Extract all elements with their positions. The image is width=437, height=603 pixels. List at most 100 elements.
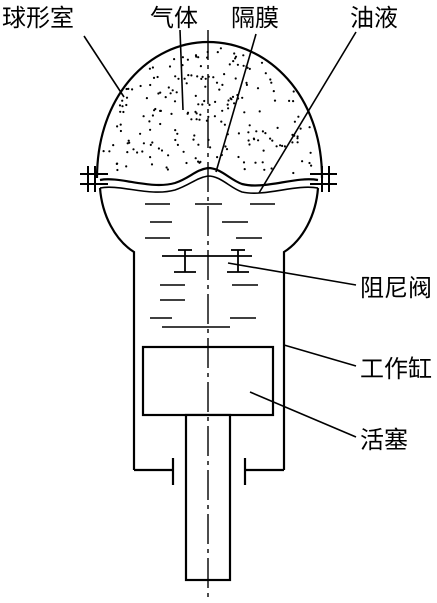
gas-dot xyxy=(139,132,142,135)
gas-dot xyxy=(291,141,294,144)
gas-dot xyxy=(183,77,186,80)
gas-dot xyxy=(213,115,216,118)
gas-dot xyxy=(176,143,179,146)
gas-dot xyxy=(226,103,229,106)
gas-dot xyxy=(131,88,134,91)
gas-dot xyxy=(245,83,248,86)
gas-dot xyxy=(176,132,179,135)
gas-dot xyxy=(197,143,200,146)
gas-dot xyxy=(283,145,286,148)
gas-dot xyxy=(296,141,299,144)
gas-dot xyxy=(237,132,240,135)
gas-dot xyxy=(261,130,264,133)
diaphragm-lower-edge xyxy=(99,175,319,194)
gas-dot xyxy=(296,137,299,140)
gas-dot xyxy=(185,161,188,165)
oil-level-marks xyxy=(145,203,275,328)
gas-dot xyxy=(252,137,255,140)
gas-dot xyxy=(220,120,223,123)
gas-dot xyxy=(243,111,246,114)
gas-dot xyxy=(248,124,251,127)
right-flange xyxy=(310,166,337,192)
gas-dot xyxy=(173,58,176,61)
gas-dot xyxy=(193,134,196,137)
gas-dot xyxy=(119,123,122,126)
spherical-chamber-dome xyxy=(95,40,324,179)
gas-dot xyxy=(204,77,207,80)
gas-dot xyxy=(264,132,267,135)
gas-dot xyxy=(156,75,159,79)
gas-dot xyxy=(201,75,204,78)
gas-dot xyxy=(232,60,235,63)
gas-dot xyxy=(223,123,226,126)
gas-dot xyxy=(197,56,200,59)
label-diaphragm: 隔膜 xyxy=(231,4,279,32)
gas-dot xyxy=(207,115,210,118)
gas-dot xyxy=(216,51,219,54)
label-working-cylinder: 工作缸 xyxy=(360,355,432,383)
gas-dot xyxy=(293,120,296,123)
gas-dot xyxy=(221,109,224,112)
gas-dot xyxy=(309,151,312,154)
gas-dot xyxy=(296,135,299,138)
gas-dot xyxy=(167,154,170,157)
gas-dot xyxy=(196,75,199,78)
gas-dot xyxy=(116,125,119,128)
gas-dot xyxy=(229,97,232,100)
gas-dot xyxy=(301,160,304,163)
gas-dot xyxy=(121,99,124,102)
gas-dot xyxy=(201,103,204,106)
gas-dot xyxy=(170,112,173,115)
leader-lines xyxy=(83,29,357,438)
gas-dot xyxy=(128,141,131,144)
gas-dot xyxy=(242,64,245,67)
gas-dot xyxy=(212,76,215,79)
gas-dot xyxy=(127,87,130,90)
gas-dot xyxy=(142,115,145,118)
working-cylinder-bottom xyxy=(134,458,284,485)
gas-dot xyxy=(204,85,207,88)
gas-dot xyxy=(223,73,226,76)
gas-dot xyxy=(192,138,195,141)
gas-dot xyxy=(165,166,168,169)
gas-dot xyxy=(194,110,197,113)
label-spherical-chamber: 球形室 xyxy=(2,4,74,32)
gas-dot xyxy=(164,96,167,99)
gas-dot xyxy=(234,55,238,58)
gas-dot xyxy=(151,141,154,144)
gas-dot xyxy=(194,94,197,97)
gas-dot xyxy=(148,67,151,70)
gas-dot xyxy=(119,129,122,133)
gas-dot xyxy=(157,92,160,95)
gas-dot xyxy=(248,67,251,70)
gas-dot xyxy=(186,58,189,61)
gas-dot xyxy=(174,75,177,78)
gas-dot xyxy=(242,54,245,57)
gas-dot xyxy=(194,157,197,160)
gas-dot xyxy=(185,82,188,85)
left-flange xyxy=(80,166,108,192)
gas-dot xyxy=(269,137,272,140)
gas-dot xyxy=(125,96,129,99)
gas-dot xyxy=(219,47,222,50)
gas-dot xyxy=(231,95,235,98)
gas-dot xyxy=(198,118,201,121)
gas-dot xyxy=(281,144,284,147)
gas-dot xyxy=(121,105,124,108)
gas-dot xyxy=(247,131,250,134)
gas-dot xyxy=(199,160,202,163)
gas-dot xyxy=(218,88,221,91)
gas-dot xyxy=(264,72,267,75)
gas-dot xyxy=(243,168,246,171)
gas-dot xyxy=(224,145,227,148)
gas-dot xyxy=(236,63,239,66)
gas-dot xyxy=(151,66,154,69)
gas-dot xyxy=(116,168,119,172)
gas-dot xyxy=(254,161,257,164)
gas-dot xyxy=(190,74,193,77)
gas-dot xyxy=(159,122,162,126)
gas-dot xyxy=(112,144,115,147)
gas-dot xyxy=(260,61,264,64)
gas-dot xyxy=(208,103,211,106)
